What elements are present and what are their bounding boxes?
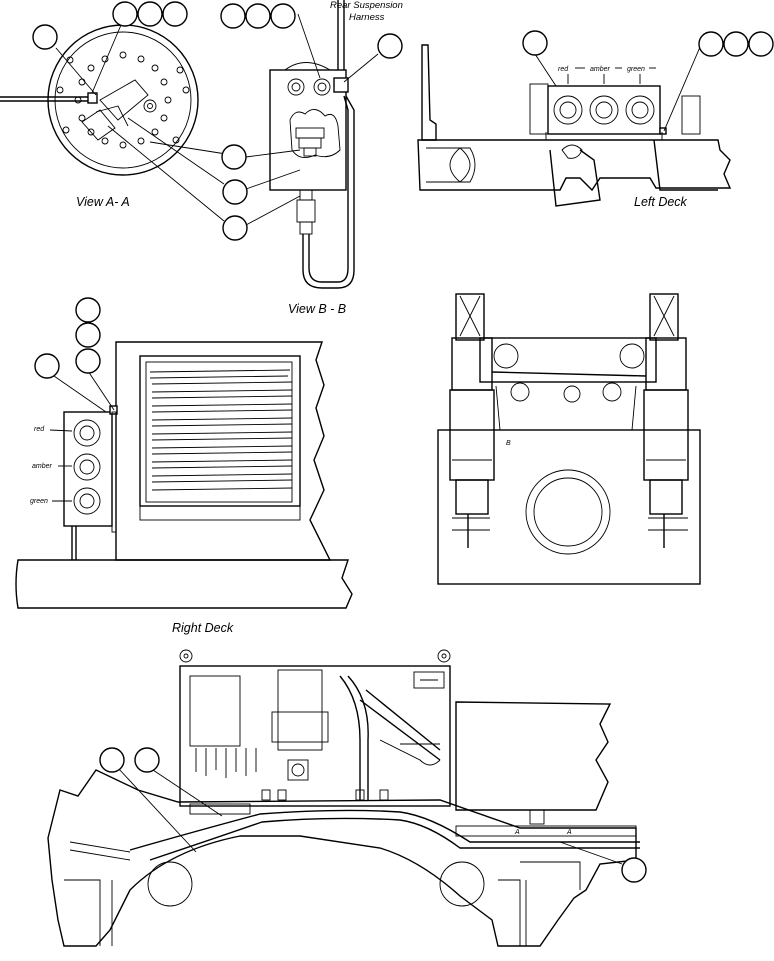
- right-deck-red-label: red: [34, 426, 45, 433]
- harness-label: Harness: [349, 12, 385, 23]
- rear-view-illustration: [437, 293, 701, 585]
- left-deck-green-label: green: [627, 66, 645, 73]
- left-deck-red-label: red: [558, 66, 569, 73]
- right-deck-label: Right Deck: [172, 621, 234, 635]
- section-marker-a-left: A: [514, 829, 520, 836]
- view-bb-label: View B - B: [288, 302, 346, 316]
- leader-lines: [53, 13, 701, 865]
- left-deck-illustration: [417, 44, 732, 207]
- section-marker-b: B: [506, 440, 511, 447]
- rear-suspension-label: Rear Suspension: [330, 0, 403, 11]
- view-bb-illustration: [269, 0, 355, 289]
- right-deck-green-label: green: [30, 498, 48, 505]
- bottom-assembly-illustration: [47, 649, 640, 947]
- callout-balloons: [32, 1, 774, 883]
- right-deck-illustration: [15, 341, 353, 609]
- section-marker-a-right: A: [566, 829, 572, 836]
- view-aa-label: View A- A: [76, 195, 130, 209]
- left-deck-label: Left Deck: [634, 195, 688, 209]
- left-deck-amber-label: amber: [590, 66, 611, 73]
- right-deck-amber-label: amber: [32, 463, 53, 470]
- view-aa-illustration: [0, 24, 199, 176]
